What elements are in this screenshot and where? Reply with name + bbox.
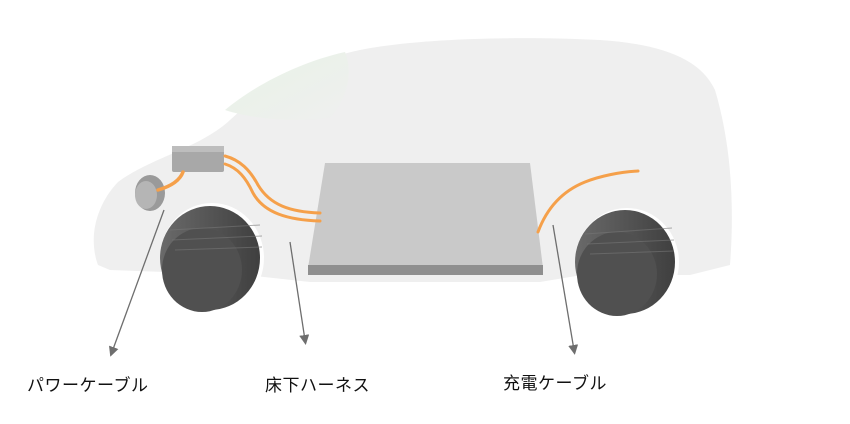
power-cable-line — [156, 170, 185, 192]
leader-floor — [289, 241, 310, 345]
leader-power — [109, 209, 165, 357]
rear-tire — [575, 208, 679, 316]
window-glow — [225, 52, 349, 120]
charge-cable-line — [536, 169, 640, 234]
floor-harness-line-1 — [223, 154, 322, 215]
front-tire — [160, 203, 264, 313]
label-charge-cable: 充電ケーブル — [503, 374, 607, 394]
car-body — [93, 38, 732, 282]
leader-charge — [552, 224, 579, 355]
power-unit — [172, 146, 224, 172]
label-floor-harness: 床下ハーネス — [265, 376, 370, 396]
motor — [135, 175, 165, 211]
battery-pack — [308, 163, 543, 275]
floor-harness-line-2 — [223, 162, 322, 223]
label-power-cable: パワーケーブル — [27, 376, 149, 396]
